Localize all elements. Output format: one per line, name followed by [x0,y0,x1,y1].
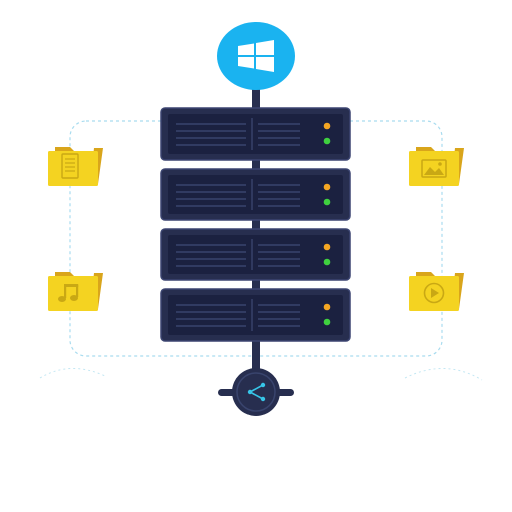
network-hub [218,368,294,416]
dashed-arc-right [404,368,483,381]
music-folder [48,272,103,311]
status-led-green [323,198,331,206]
image-icon [421,159,447,178]
status-led-orange [323,183,331,191]
status-led-green [323,258,331,266]
status-led-orange [323,303,331,311]
server-unit-3 [160,228,351,281]
status-led-orange [323,122,331,130]
dashed-arc-left [39,367,106,379]
document-folder [48,147,103,186]
music-note-icon [58,284,79,302]
video-folder [409,272,464,311]
windows-logo-icon [238,40,274,72]
windows-badge [217,22,295,90]
play-icon [423,282,445,304]
status-led-orange [323,243,331,251]
document-icon [61,153,79,179]
share-network-icon [247,382,266,402]
server-unit-2 [160,168,351,221]
image-folder [409,147,464,186]
status-led-green [323,318,331,326]
server-unit-1 [160,107,351,161]
status-led-green [323,137,331,145]
server-unit-4 [160,288,351,342]
